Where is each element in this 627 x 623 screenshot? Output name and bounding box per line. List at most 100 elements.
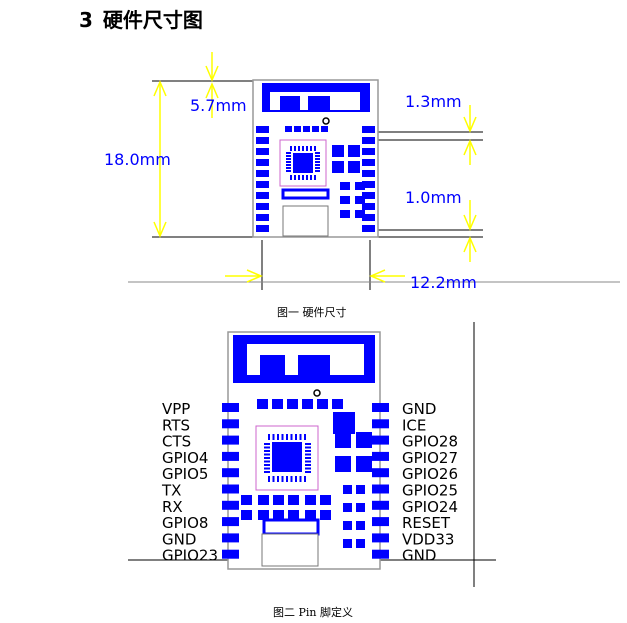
chip-pin: [302, 175, 304, 180]
chip-pin: [305, 464, 311, 466]
right-pad: [372, 403, 389, 412]
top-pad: [332, 399, 343, 409]
left-pad: [222, 517, 239, 527]
chip-pin: [264, 450, 270, 452]
left-pad: [222, 484, 239, 494]
right-pad: [372, 419, 389, 429]
chip-pin: [290, 146, 292, 151]
chip-pin: [299, 434, 302, 440]
right-pin-label: GPIO28: [402, 433, 458, 451]
chip-pin: [286, 170, 291, 172]
right-pad: [362, 203, 375, 210]
top-pad: [272, 399, 283, 409]
left-pin-label: CTS: [162, 433, 191, 451]
left-pad: [256, 203, 269, 210]
left-pad: [222, 419, 239, 429]
dim-width-label: 12.2mm: [410, 273, 477, 292]
left-pad: [256, 214, 269, 221]
left-pad: [256, 126, 269, 133]
section-title: 硬件尺寸图: [102, 8, 203, 32]
left-pin-label: GPIO5: [162, 465, 208, 483]
chip-pin: [294, 146, 296, 151]
right-pads-1: [362, 126, 375, 232]
right-pad: [362, 214, 375, 221]
right-pad: [372, 533, 389, 543]
chip-pin: [264, 467, 270, 470]
top-pads-1: [285, 126, 328, 132]
section-number: 3: [79, 8, 93, 32]
section-heading: 3 硬件尺寸图: [79, 4, 203, 33]
left-pad: [256, 170, 269, 177]
right-pad: [362, 225, 375, 232]
antenna-trace: [262, 83, 370, 112]
chip-pin: [315, 155, 320, 157]
right-pin-label: RESET: [402, 514, 451, 532]
chip-pin: [305, 467, 311, 470]
right-pad: [372, 517, 389, 527]
chip-pin: [315, 158, 320, 160]
right-pin-labels: GNDICEGPIO28GPIO27GPIO26GPIO25GPIO24RESE…: [402, 400, 458, 565]
chip-pin: [264, 471, 270, 473]
right-pad: [362, 192, 375, 199]
left-pad: [222, 435, 239, 445]
right-pad: [362, 137, 375, 144]
chip-pin: [306, 146, 308, 151]
dim-height-label: 18.0mm: [104, 150, 171, 169]
chip-pin: [315, 167, 320, 169]
chip-pin: [305, 450, 311, 452]
left-pad: [222, 451, 239, 461]
left-pin-label: GND: [162, 530, 196, 548]
chip-pin: [264, 457, 270, 459]
chip-pin: [286, 434, 288, 440]
chip-pin: [264, 453, 270, 456]
left-pin-label: RX: [162, 498, 183, 516]
chip-pin: [268, 476, 270, 482]
chip-pin: [272, 434, 275, 440]
chip-pin: [295, 476, 297, 482]
top-pad: [312, 126, 319, 132]
top-pad: [257, 399, 268, 409]
chip-pin: [264, 446, 270, 449]
left-pad: [256, 137, 269, 144]
chip-pin: [304, 434, 306, 440]
figure1-caption: 图一 硬件尺寸: [277, 306, 347, 319]
chip-pin: [264, 460, 270, 463]
chip-pin: [302, 146, 304, 151]
chip-pin: [272, 476, 275, 482]
chip-pin: [315, 170, 320, 172]
chip-pin: [305, 471, 311, 473]
chip-pin: [305, 460, 311, 463]
chip-pins-2: [264, 434, 311, 482]
chip-pin: [290, 175, 292, 180]
chip-pin: [315, 161, 320, 163]
chip-pin: [286, 161, 291, 163]
right-pad: [372, 435, 389, 445]
chip-pin: [305, 443, 311, 445]
top-pads-2: [257, 399, 343, 409]
chip-pin: [281, 476, 284, 482]
chip-pins-1: [286, 146, 320, 180]
chip-pin: [277, 434, 279, 440]
chip-pin: [304, 476, 306, 482]
left-pad: [222, 549, 239, 559]
extension-lines: [128, 80, 620, 290]
chip-pin: [264, 464, 270, 466]
left-pin-label: RTS: [162, 416, 190, 434]
chip-pin: [310, 146, 312, 151]
chip-pin: [290, 434, 293, 440]
chip-pin: [281, 434, 284, 440]
top-pad: [294, 126, 301, 132]
top-pad: [287, 399, 298, 409]
left-pad: [222, 500, 239, 510]
chip-pin: [305, 446, 311, 449]
dimension-arrows: [153, 52, 477, 283]
chip-pin: [314, 146, 316, 151]
module-top-view: [252, 79, 379, 238]
right-pin-label: GPIO25: [402, 482, 458, 500]
chip-pin: [298, 146, 300, 151]
right-pin-label: VDD33: [402, 530, 454, 548]
right-pin-label: GND: [402, 400, 436, 418]
chip-pin: [290, 476, 293, 482]
top-pad: [303, 126, 310, 132]
